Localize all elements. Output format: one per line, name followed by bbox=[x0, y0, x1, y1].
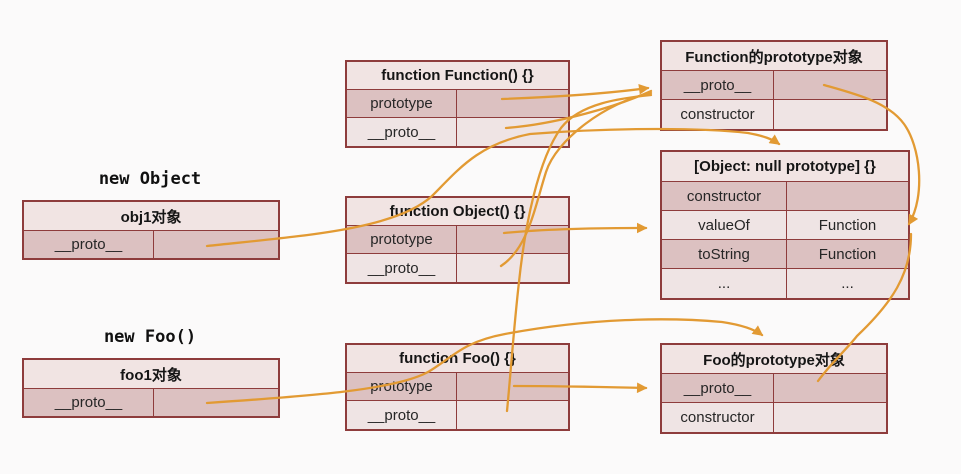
table-function-function: function Function() {} prototype __proto… bbox=[345, 60, 570, 148]
table-title: function Object() {} bbox=[347, 198, 568, 226]
table-function-prototype: Function的prototype对象 __proto__ construct… bbox=[660, 40, 888, 131]
row-key: prototype bbox=[347, 90, 457, 117]
table-row: __proto__ bbox=[662, 374, 886, 403]
row-value: Function bbox=[818, 216, 877, 234]
table-row: __proto__ bbox=[24, 389, 278, 416]
table-object-null-prototype: [Object: null prototype] {} constructor … bbox=[660, 150, 910, 300]
row-value bbox=[774, 374, 886, 402]
table-title: Function的prototype对象 bbox=[662, 42, 886, 71]
table-function-object: function Object() {} prototype __proto__ bbox=[345, 196, 570, 284]
row-value: Function bbox=[818, 245, 877, 263]
row-value bbox=[154, 389, 278, 416]
table-foo1: foo1对象 __proto__ bbox=[22, 358, 280, 418]
table-title: [Object: null prototype] {} bbox=[662, 152, 908, 182]
table-title: obj1对象 bbox=[24, 202, 278, 231]
row-key: ... bbox=[662, 269, 787, 298]
row-value bbox=[774, 100, 886, 129]
table-title: function Foo() {} bbox=[347, 345, 568, 373]
row-value bbox=[457, 373, 568, 400]
table-function-foo: function Foo() {} prototype __proto__ bbox=[345, 343, 570, 431]
table-row: prototype bbox=[347, 226, 568, 254]
row-value bbox=[457, 90, 568, 117]
row-key: constructor bbox=[662, 403, 774, 432]
table-row: prototype bbox=[347, 90, 568, 118]
row-key: prototype bbox=[347, 226, 457, 253]
row-value bbox=[774, 71, 886, 99]
table-row: valueOf Function bbox=[662, 211, 908, 240]
table-title: Foo的prototype对象 bbox=[662, 345, 886, 374]
table-row: toString Function bbox=[662, 240, 908, 269]
table-row: __proto__ bbox=[662, 71, 886, 100]
row-value bbox=[457, 118, 568, 146]
row-value bbox=[774, 403, 886, 432]
row-key: prototype bbox=[347, 373, 457, 400]
table-row: __proto__ bbox=[347, 254, 568, 282]
row-key: __proto__ bbox=[24, 389, 154, 416]
table-foo-prototype: Foo的prototype对象 __proto__ constructor bbox=[660, 343, 888, 434]
new-object-label: new Object bbox=[98, 169, 202, 189]
row-key: __proto__ bbox=[662, 374, 774, 402]
table-row: prototype bbox=[347, 373, 568, 401]
table-title: foo1对象 bbox=[24, 360, 278, 389]
row-key: constructor bbox=[662, 100, 774, 129]
row-key: valueOf bbox=[662, 211, 787, 239]
table-obj1: obj1对象 __proto__ bbox=[22, 200, 280, 260]
row-key: __proto__ bbox=[24, 231, 154, 258]
row-value bbox=[457, 226, 568, 253]
row-key: toString bbox=[662, 240, 787, 268]
row-key: __proto__ bbox=[347, 254, 457, 282]
row-value bbox=[457, 401, 568, 429]
row-value bbox=[457, 254, 568, 282]
new-foo-label: new Foo() bbox=[103, 327, 197, 347]
table-row: constructor bbox=[662, 182, 908, 211]
table-row: constructor bbox=[662, 100, 886, 129]
table-row: __proto__ bbox=[347, 118, 568, 146]
table-row: __proto__ bbox=[24, 231, 278, 258]
row-key: __proto__ bbox=[347, 401, 457, 429]
table-title: function Function() {} bbox=[347, 62, 568, 90]
row-key: __proto__ bbox=[347, 118, 457, 146]
row-key: constructor bbox=[662, 182, 787, 210]
table-row: ... ... bbox=[662, 269, 908, 298]
row-value bbox=[154, 231, 278, 258]
row-value: ... bbox=[841, 275, 854, 292]
row-value bbox=[787, 182, 908, 210]
row-key: __proto__ bbox=[662, 71, 774, 99]
table-row: constructor bbox=[662, 403, 886, 432]
table-row: __proto__ bbox=[347, 401, 568, 429]
